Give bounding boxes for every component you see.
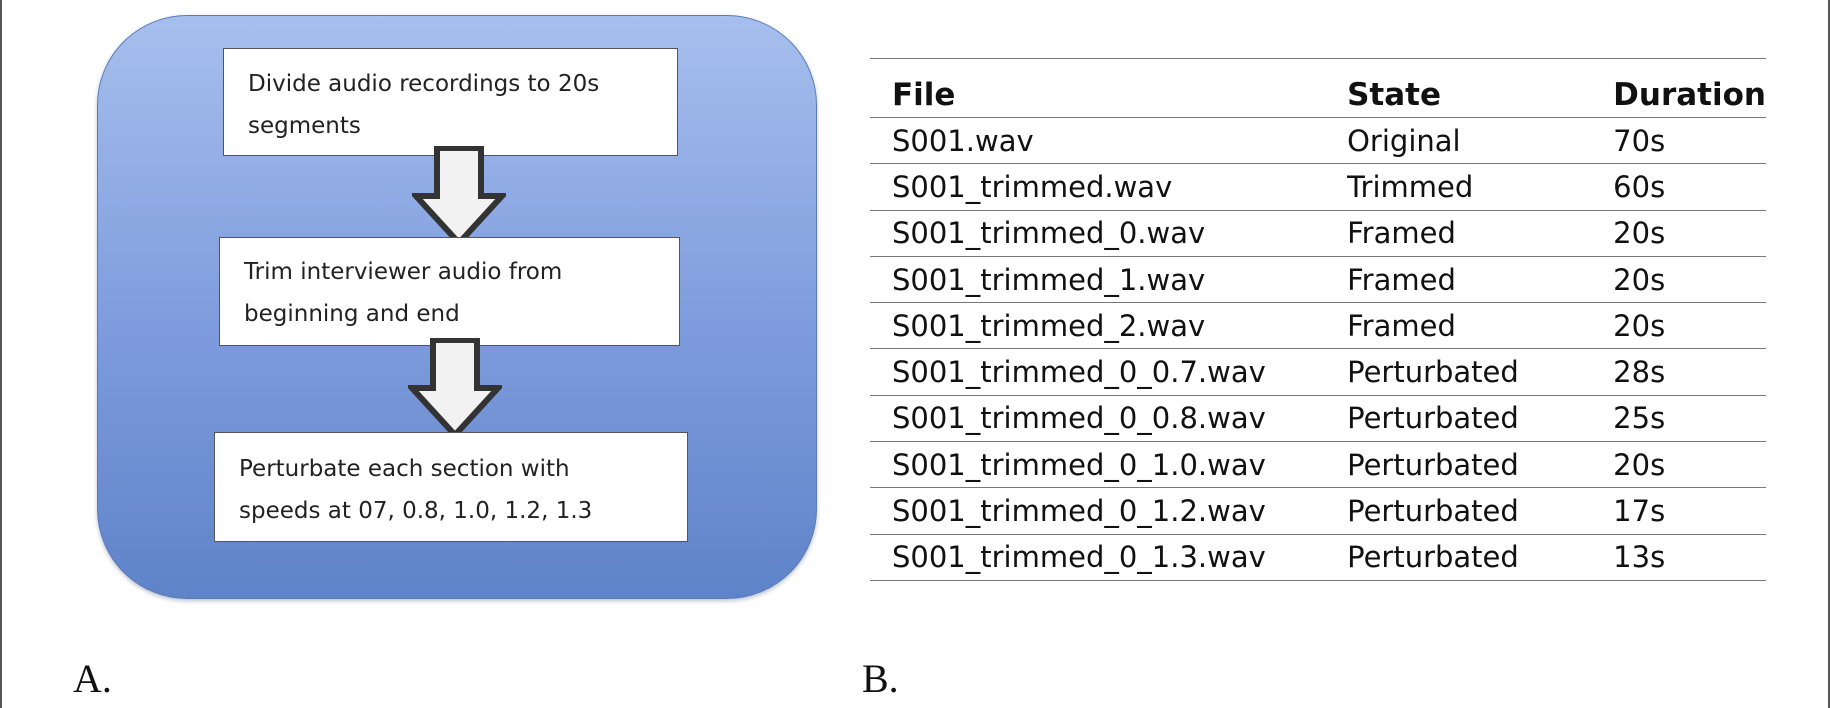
flow-step-divide: Divide audio recordings to 20s segments <box>223 48 678 156</box>
flow-step-perturbate: Perturbate each section with speeds at 0… <box>214 432 688 542</box>
table-row: S001_trimmed_2.wav Framed 20s <box>870 302 1766 350</box>
cell-duration: 28s <box>1591 348 1766 396</box>
cell-duration: 25s <box>1591 395 1766 443</box>
table-row: S001_trimmed.wav Trimmed 60s <box>870 163 1766 211</box>
cell-file: S001_trimmed_1.wav <box>870 256 1326 304</box>
column-header-duration: Duration <box>1591 58 1766 118</box>
cell-file: S001_trimmed.wav <box>870 163 1326 211</box>
file-table: File State Duration S001.wav Original 70… <box>870 58 1766 581</box>
cell-file: S001_trimmed_0_0.7.wav <box>870 348 1326 396</box>
cell-duration: 70s <box>1591 117 1766 165</box>
cell-state: Perturbated <box>1325 487 1592 535</box>
table-header-row: File State Duration <box>870 58 1766 118</box>
table-row: S001_trimmed_0_1.2.wav Perturbated 17s <box>870 487 1766 535</box>
cell-state: Perturbated <box>1325 395 1592 443</box>
down-arrow-icon <box>408 338 502 438</box>
table-row: S001_trimmed_0_0.7.wav Perturbated 28s <box>870 348 1766 396</box>
cell-file: S001_trimmed_0_0.8.wav <box>870 395 1326 443</box>
table-row: S001_trimmed_0.wav Framed 20s <box>870 210 1766 257</box>
table-row: S001_trimmed_0_0.8.wav Perturbated 25s <box>870 395 1766 443</box>
table-row: S001_trimmed_1.wav Framed 20s <box>870 256 1766 304</box>
cell-duration: 20s <box>1591 441 1766 489</box>
cell-file: S001_trimmed_0_1.3.wav <box>870 534 1326 581</box>
table-row: S001.wav Original 70s <box>870 117 1766 165</box>
down-arrow-icon <box>412 146 506 246</box>
cell-state: Perturbated <box>1325 534 1592 581</box>
panel-label-a: A. <box>73 656 112 701</box>
cell-state: Framed <box>1325 210 1592 257</box>
cell-file: S001_trimmed_0_1.0.wav <box>870 441 1326 489</box>
cell-state: Perturbated <box>1325 348 1592 396</box>
panel-label-b: B. <box>862 656 899 701</box>
column-header-state: State <box>1325 58 1592 118</box>
cell-duration: 17s <box>1591 487 1766 535</box>
column-header-file: File <box>870 58 1326 118</box>
cell-state: Original <box>1325 117 1592 165</box>
cell-file: S001_trimmed_0.wav <box>870 210 1326 257</box>
cell-state: Framed <box>1325 302 1592 350</box>
table-row: S001_trimmed_0_1.3.wav Perturbated 13s <box>870 534 1766 581</box>
cell-duration: 13s <box>1591 534 1766 581</box>
cell-duration: 20s <box>1591 210 1766 257</box>
cell-file: S001_trimmed_2.wav <box>870 302 1326 350</box>
cell-file: S001.wav <box>870 117 1326 165</box>
right-border <box>1828 0 1830 708</box>
flow-step-trim: Trim interviewer audio from beginning an… <box>219 237 680 346</box>
left-border <box>0 0 2 708</box>
cell-duration: 20s <box>1591 302 1766 350</box>
cell-state: Perturbated <box>1325 441 1592 489</box>
cell-duration: 20s <box>1591 256 1766 304</box>
cell-state: Framed <box>1325 256 1592 304</box>
table-row: S001_trimmed_0_1.0.wav Perturbated 20s <box>870 441 1766 489</box>
cell-file: S001_trimmed_0_1.2.wav <box>870 487 1326 535</box>
cell-duration: 60s <box>1591 163 1766 211</box>
cell-state: Trimmed <box>1325 163 1592 211</box>
